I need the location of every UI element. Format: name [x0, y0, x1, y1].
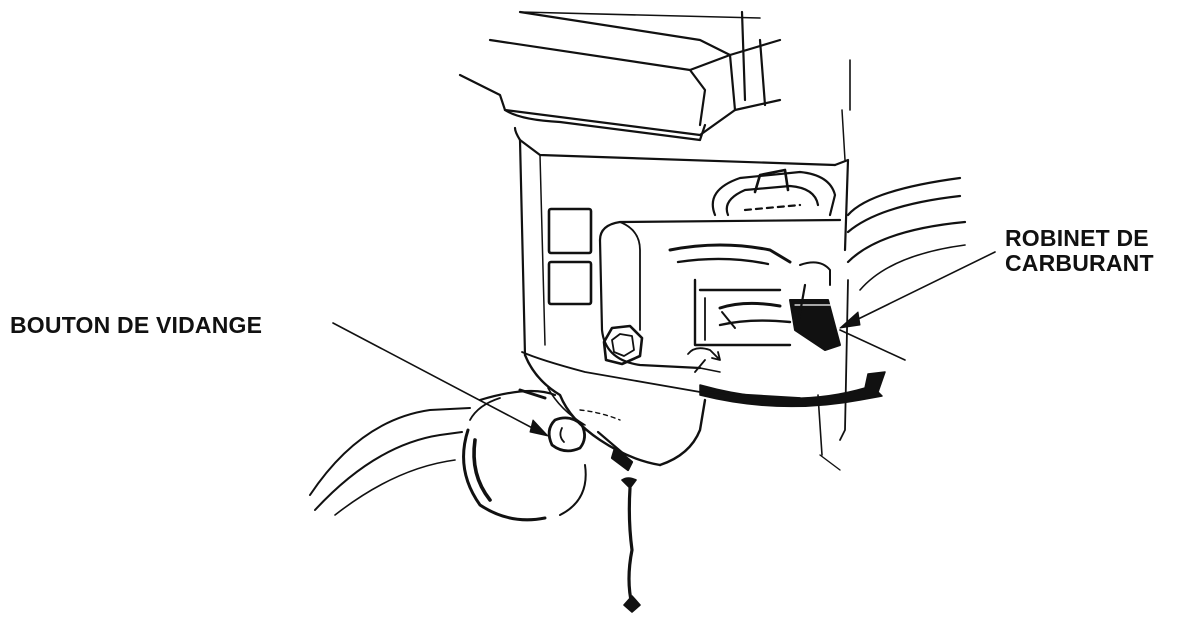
fuel-valve-leader-line — [848, 252, 995, 324]
drain-button-label: BOUTON DE VIDANGE — [10, 313, 262, 338]
carburetor-body — [515, 110, 848, 470]
drain-button-leader-arrow — [530, 420, 548, 436]
hex-bolt — [604, 326, 642, 364]
fuel-valve-label-line2: CARBURANT — [1005, 251, 1154, 276]
fuel-valve-label: ROBINET DE CARBURANT — [1005, 226, 1154, 276]
fuel-valve-label-line1: ROBINET DE — [1005, 226, 1154, 251]
lever-line — [840, 330, 905, 360]
fuel-valve-lever — [790, 285, 840, 350]
fuel-line — [848, 178, 965, 290]
air-filter-housing — [460, 12, 850, 140]
float-bowl — [520, 352, 800, 465]
drain-button-leader-line — [333, 323, 540, 432]
fuel-valve-leader-arrow — [840, 312, 860, 328]
left-fuel-pipe — [310, 408, 470, 515]
drain-knob — [549, 418, 584, 451]
rotation-arrow — [700, 372, 885, 406]
upper-fitting — [713, 170, 835, 215]
body-windows — [549, 209, 591, 304]
